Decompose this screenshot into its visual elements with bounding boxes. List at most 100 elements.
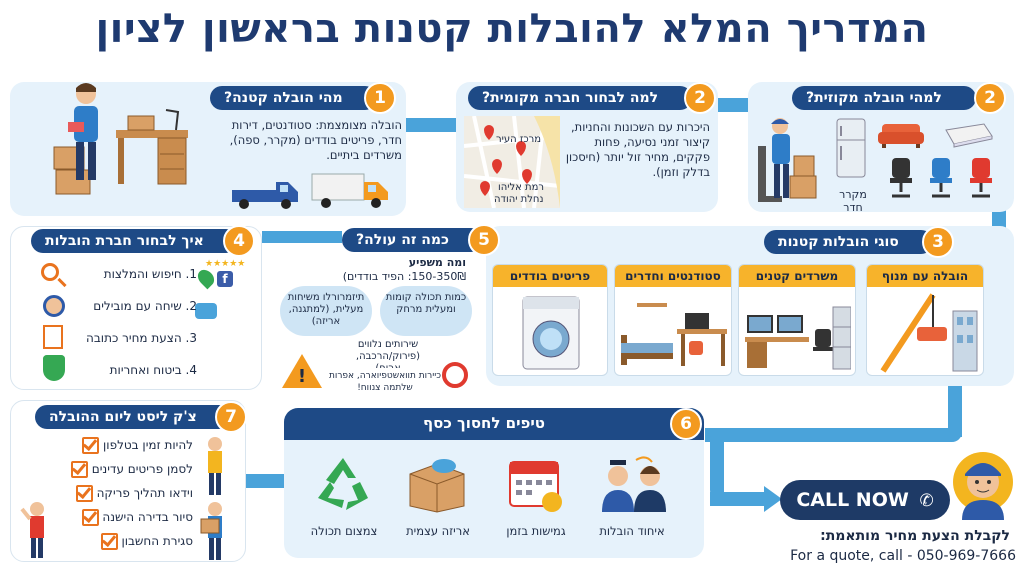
section-6-header: טיפים לחסוך כסף — [423, 414, 545, 432]
section-4-header: איך לבחור חברת הובלות — [31, 229, 238, 253]
pipe-7-6 — [240, 474, 288, 488]
choose-step-1: 1. חיפוש והמלצות — [103, 267, 197, 281]
section-1-panel: מהי הובלה קטנה? 1 הובלה מצומצמת: סטודנטי… — [10, 82, 406, 216]
cost-subtitle: ומה משפיע — [408, 256, 466, 269]
search-icon-handle — [57, 277, 67, 288]
maps-pin-icon — [194, 266, 218, 290]
pipe-2-2 — [716, 98, 752, 112]
section-3-header: סוגי הובלות קטנות — [764, 230, 933, 254]
tip-combine-moves: איחוד הובלות — [599, 524, 665, 538]
pipe-1-2 — [400, 118, 460, 132]
checkbox-icon — [100, 533, 118, 550]
checklist-item-3: וידאו תהליך פריקה — [61, 485, 193, 502]
recycle-icon — [318, 458, 368, 510]
checklist-item-2-label: לסמן פריטים עדינים — [91, 462, 193, 476]
calendar-icon — [509, 461, 562, 512]
card-small-offices: משרדים קטנים — [738, 264, 856, 376]
warning-text: כיירות תוואשטפיוארה, אפרות שלתמה צנווח! — [326, 368, 444, 394]
cost-factor-cloud-2: כמות תכולה קומות ומעלית מרחק — [380, 286, 472, 336]
page-title: המדריך המלא להובלות קטנות בראשון לציון — [95, 6, 929, 52]
bed-icon — [621, 303, 727, 366]
checklist-item-2: לסמן פריטים עדינים — [61, 461, 193, 478]
warning-icon — [282, 354, 322, 388]
section-7-number: 7 — [215, 401, 247, 433]
rating-stars: ★★★★★ — [205, 259, 246, 269]
map-label-center: מרכז העיר — [496, 134, 542, 145]
box-truck-icon — [311, 173, 388, 208]
fridge-icon — [836, 118, 866, 178]
card-single-title: פריטים בודדים — [493, 265, 607, 287]
section-4-number: 4 — [223, 225, 255, 257]
warning-icon-mark: ! — [297, 366, 307, 387]
document-icon — [43, 325, 63, 349]
pipe-3-6-horiz — [705, 428, 962, 442]
section-2b-header: למהי הובלה מקוזית? — [792, 86, 976, 110]
section-4-panel: איך לבחור חברת הובלות 4 ★★★★★ f 1. חיפוש… — [10, 225, 262, 390]
section-5-number: 5 — [468, 224, 500, 256]
people-group-icon — [602, 456, 666, 512]
checklist-item-3-label: וידאו תהליך פריקה — [96, 486, 193, 500]
arrow-head-icon — [764, 486, 782, 512]
tip-self-packing: אריזה עצמית — [406, 524, 470, 538]
mover-person-icon — [53, 83, 188, 195]
card-single-items: פריטים בודדים — [492, 264, 608, 376]
card-offices-title: משרדים קטנים — [739, 265, 855, 287]
choose-step-2: 2. שיחה עם מובילים — [93, 299, 197, 313]
checkbox-icon — [82, 437, 100, 454]
cta-line-2: For a quote, call - 050-969-7666 — [790, 548, 1016, 564]
sofa-icon — [878, 124, 924, 148]
checkbox-icon — [75, 485, 93, 502]
section-2b-number: 2 — [974, 82, 1006, 114]
worker-avatar-icon — [953, 452, 1013, 520]
mover-carrying-box-icon — [200, 502, 222, 560]
checklist-item-4-label: סיור בדירה הישנה — [102, 510, 193, 524]
checklist-item-5: סגירת החשבון — [61, 533, 193, 550]
mover-with-cart-icon — [758, 118, 817, 202]
crane-icon — [880, 293, 978, 373]
box-icon — [409, 459, 465, 513]
phone-icon: ✆ — [919, 491, 934, 511]
no-entry-icon — [442, 362, 468, 388]
map-label-nahalat-yehuda: נחלת יהודה — [494, 194, 544, 205]
section-5-header: כמה זה עולה? — [342, 228, 483, 252]
office-desk-icon — [745, 306, 851, 370]
mattress-icon — [945, 123, 993, 148]
section-1-body: הובלה מצומצמת: סטודנטים, דירות חדר, פריט… — [229, 118, 402, 162]
shield-icon — [43, 355, 65, 381]
section-5-panel: כמה זה עולה? 5 ומה משפיע 150-350₪: הפיד … — [276, 224, 500, 396]
city-map — [464, 116, 560, 208]
section-2a-header: למה לבחור חברה מקומית? — [468, 86, 693, 110]
checklist-item-1: להיות זמין בטלפון — [61, 437, 193, 454]
checklist-item-5-label: סגירת החשבון — [121, 534, 193, 548]
pipe-6-call — [710, 428, 724, 500]
checkbox-icon — [70, 461, 88, 478]
card-students: סטודנטים וחדרים — [614, 264, 732, 376]
pipe-3-4 — [262, 231, 342, 243]
section-6-number: 6 — [670, 408, 702, 440]
map-label-ramat-eliyahu: רמת אליהו — [498, 182, 545, 193]
map-pin-icon — [480, 125, 532, 196]
section-2a-body: היכרות עם השכונות והחניות, קיצור זמני נס… — [565, 120, 710, 179]
section-6-panel: טיפים לחסוך כסף 6 צמצום תכולה אריזה עצמי… — [284, 408, 704, 558]
chat-icon — [195, 303, 217, 319]
card-crane: הובלה עם מנוף — [866, 264, 984, 376]
choose-step-4: 4. ביטוח ואחריות — [109, 363, 197, 377]
choose-step-3: 3. הצעת מחיר כתובה — [86, 331, 197, 345]
card-students-title: סטודנטים וחדרים — [615, 265, 731, 287]
call-now-button[interactable]: CALL NOW ✆ — [780, 480, 950, 520]
section-7-header: צ'ק ליסט ליום ההובלה — [35, 405, 231, 429]
mover-waving-icon — [20, 502, 44, 558]
tip-flexible-time: גמישות בזמן — [506, 524, 566, 538]
cta-line-1: לקבלת הצעת מחיר מותאמת: — [820, 528, 1010, 544]
section-6-header-bar — [284, 408, 704, 440]
section-2a-number: 2 — [684, 82, 716, 114]
card-crane-title: הובלה עם מנוף — [867, 265, 983, 287]
section-1-number: 1 — [364, 82, 396, 114]
section-3-number: 3 — [922, 226, 954, 258]
checklist-item-4: סיור בדירה הישנה — [61, 509, 193, 526]
section-7-panel: צ'ק ליסט ליום ההובלה 7 להיות זמין בטלפון… — [10, 400, 247, 562]
washing-machine-icon — [522, 296, 580, 370]
tip-declutter: צמצום תכולה — [310, 524, 378, 538]
headset-icon — [43, 295, 65, 317]
fridge-caption: מקרר חדר — [839, 188, 867, 214]
